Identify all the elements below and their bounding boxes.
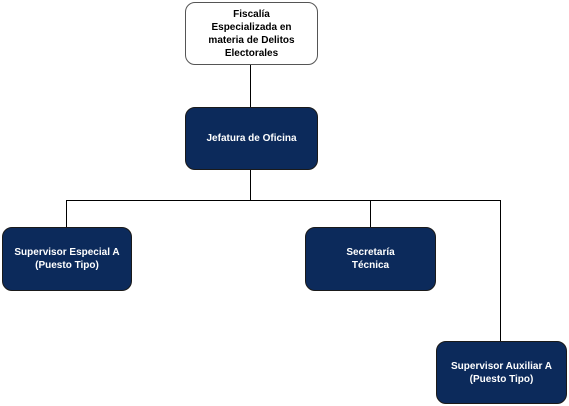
connector-fiscalia-jefatura <box>250 65 251 107</box>
node-secretaria-tecnica: Secretaría Técnica <box>305 227 436 291</box>
node-jefatura-de-oficina: Jefatura de Oficina <box>185 107 318 170</box>
node-fiscalia: Fiscalía Especializada en materia de Del… <box>185 2 318 65</box>
connector-to-secretaria <box>370 200 371 227</box>
connector-to-supervisor-especial <box>66 200 67 227</box>
node-supervisor-especial-a: Supervisor Especial A (Puesto Tipo) <box>2 227 132 291</box>
connector-to-supervisor-auxiliar <box>500 200 501 341</box>
connector-horizontal-bar <box>66 200 500 201</box>
node-supervisor-auxiliar-a: Supervisor Auxiliar A (Puesto Tipo) <box>436 341 567 404</box>
connector-jefatura-down <box>250 170 251 200</box>
